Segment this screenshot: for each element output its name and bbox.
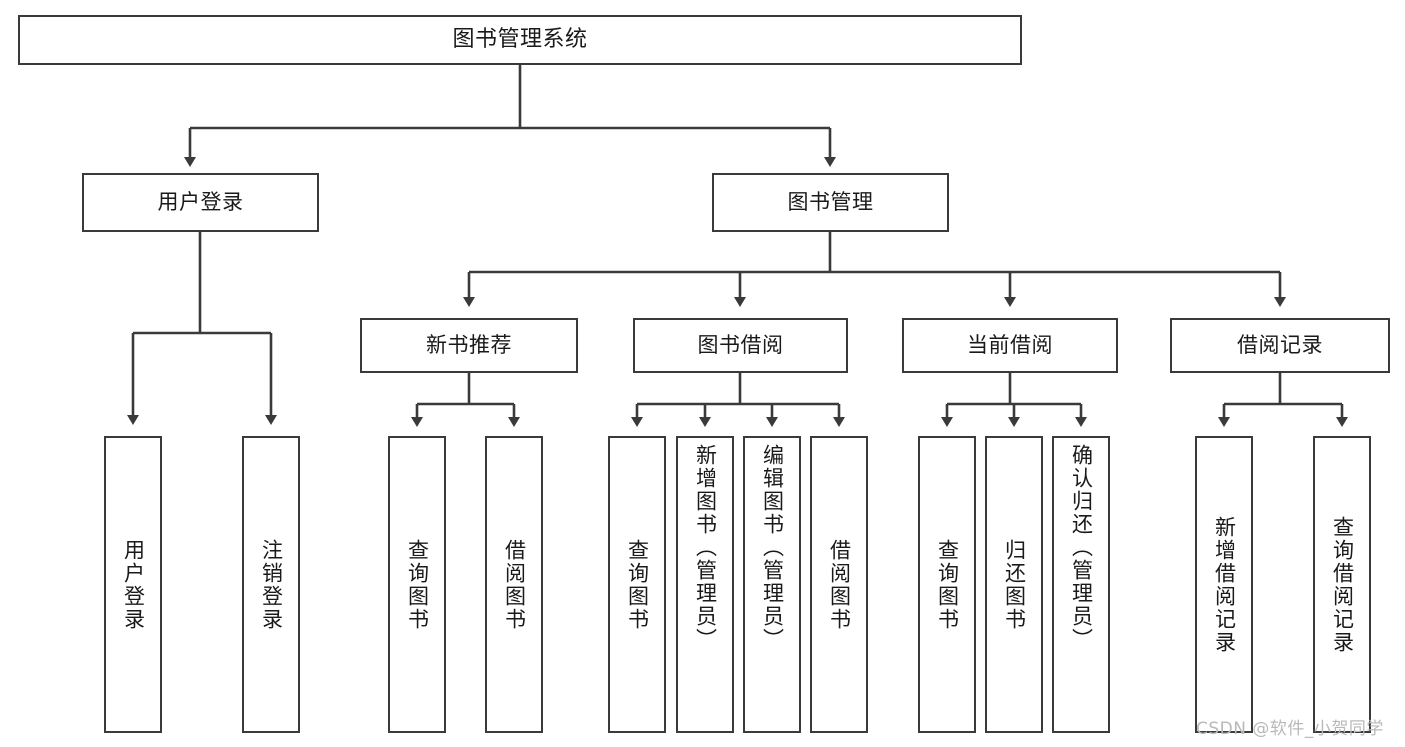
leaf-label: 注销登录 <box>259 538 284 631</box>
leaf-book-borrow-edit[interactable]: 编辑图书（管理员） <box>743 436 801 733</box>
leaf-label: 用户登录 <box>121 538 146 631</box>
node-borrow-record[interactable]: 借阅记录 <box>1170 318 1390 373</box>
leaf-label: 查询图书 <box>625 538 650 631</box>
node-book-borrow-label: 图书借阅 <box>697 332 784 357</box>
leaf-label: 新增借阅记录 <box>1212 515 1237 654</box>
node-current-borrow-label: 当前借阅 <box>967 332 1053 357</box>
leaf-current-borrow-confirm-return[interactable]: 确认归还（管理员） <box>1052 436 1110 733</box>
leaf-label: 编辑图书（管理员） <box>760 444 785 651</box>
leaf-new-book-query[interactable]: 查询图书 <box>388 436 446 733</box>
node-new-book-recommendation-label: 新书推荐 <box>426 332 512 357</box>
leaf-label: 借阅图书 <box>827 538 852 631</box>
leaf-label: 归还图书 <box>1002 538 1027 631</box>
node-current-borrow[interactable]: 当前借阅 <box>902 318 1118 373</box>
node-new-book-recommendation[interactable]: 新书推荐 <box>360 318 578 373</box>
leaf-book-borrow-query[interactable]: 查询图书 <box>608 436 666 733</box>
node-root[interactable]: 图书管理系统 <box>18 15 1022 65</box>
leaf-book-borrow-add[interactable]: 新增图书（管理员） <box>676 436 734 733</box>
leaf-new-book-borrow[interactable]: 借阅图书 <box>485 436 543 733</box>
leaf-label: 确认归还（管理员） <box>1069 444 1094 651</box>
leaf-user-login-login[interactable]: 用户登录 <box>104 436 162 733</box>
leaf-book-borrow-borrow[interactable]: 借阅图书 <box>810 436 868 733</box>
node-book-management[interactable]: 图书管理 <box>712 173 949 232</box>
leaf-label: 借阅图书 <box>502 538 527 631</box>
leaf-user-login-logout[interactable]: 注销登录 <box>242 436 300 733</box>
node-borrow-record-label: 借阅记录 <box>1237 332 1323 357</box>
leaf-borrow-record-add[interactable]: 新增借阅记录 <box>1195 436 1253 733</box>
node-user-login[interactable]: 用户登录 <box>82 173 319 232</box>
leaf-label: 新增图书（管理员） <box>693 444 718 651</box>
node-user-login-label: 用户登录 <box>157 189 244 214</box>
leaf-current-borrow-query[interactable]: 查询图书 <box>918 436 976 733</box>
leaf-borrow-record-query[interactable]: 查询借阅记录 <box>1313 436 1371 733</box>
leaf-current-borrow-return[interactable]: 归还图书 <box>985 436 1043 733</box>
leaf-label: 查询图书 <box>935 538 960 631</box>
csdn-watermark: CSDN @软件_小贺同学 <box>1196 719 1384 739</box>
node-root-label: 图书管理系统 <box>452 26 588 52</box>
leaf-label: 查询借阅记录 <box>1330 515 1355 654</box>
node-book-management-label: 图书管理 <box>787 189 874 214</box>
node-book-borrow[interactable]: 图书借阅 <box>633 318 848 373</box>
leaf-label: 查询图书 <box>405 538 430 631</box>
